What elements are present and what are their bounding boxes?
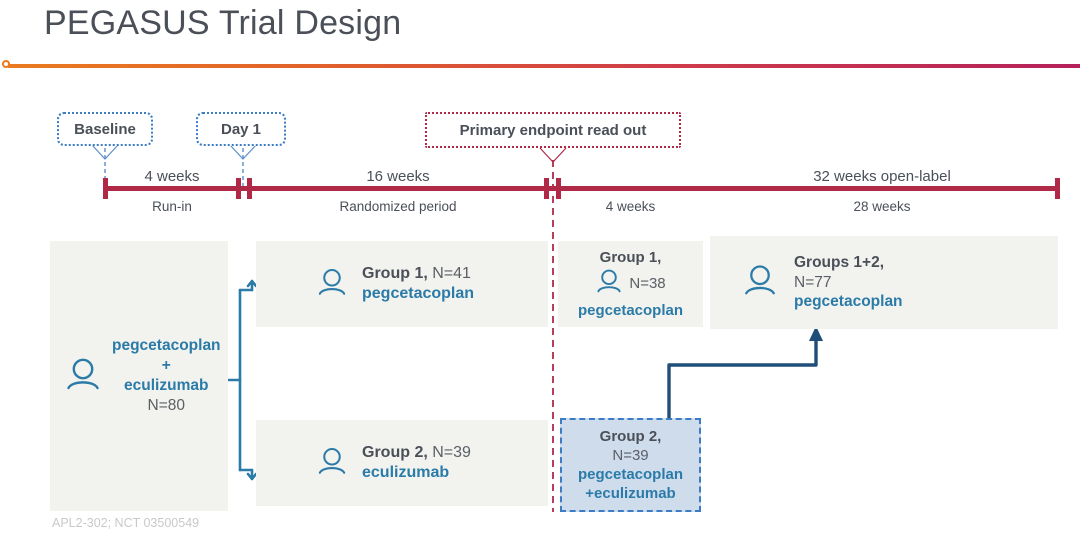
panel-screening-text: pegcetacoplan + eculizumab N=80 xyxy=(112,336,221,415)
group1-mid-n: N=38 xyxy=(629,275,666,293)
segment-label-random-bottom: Randomized period xyxy=(339,199,457,214)
group1-rand-n: N=41 xyxy=(432,264,471,282)
panel-groups-combined[interactable]: Groups 1+2, N=77 pegcetacoplan xyxy=(710,236,1058,329)
panel-groups-combined-text: Groups 1+2, N=77 pegcetacoplan xyxy=(794,253,903,312)
person-icon xyxy=(742,262,778,303)
group1-rand-drug: pegcetacoplan xyxy=(362,285,475,302)
panel-group1-randomized-text: Group 1, N=41 pegcetacoplan xyxy=(362,264,474,305)
screening-line3: eculizumab xyxy=(124,377,209,394)
panel-screening[interactable]: pegcetacoplan + eculizumab N=80 xyxy=(50,241,228,511)
callout-primary-endpoint-label: Primary endpoint read out xyxy=(459,121,647,139)
segment-label-runin-bottom: Run-in xyxy=(152,199,192,214)
group1-mid-group: Group 1, xyxy=(599,249,662,267)
person-icon xyxy=(316,266,348,303)
group1-rand-group: Group 1, xyxy=(362,264,428,282)
combined-n: N=77 xyxy=(794,273,832,291)
timeline-tick-end xyxy=(1055,178,1060,199)
screening-n: N=80 xyxy=(147,396,186,414)
segment-label-runin-top: 4 weeks xyxy=(144,168,200,185)
group2-rand-n: N=39 xyxy=(432,443,471,461)
callout-baseline[interactable]: Baseline xyxy=(57,112,153,146)
person-icon xyxy=(64,355,102,398)
group1-mid-drug: pegcetacoplan xyxy=(577,301,684,319)
footnote: APL2-302; NCT 03500549 xyxy=(52,516,200,530)
panel-group2-followup[interactable]: Group 2, N=39 pegcetacoplan +eculizumab xyxy=(560,418,701,512)
timeline-tick-day1-a xyxy=(236,178,241,199)
person-icon xyxy=(595,267,623,300)
panel-group2-followup-text: Group 2, N=39 pegcetacoplan +eculizumab xyxy=(562,427,699,504)
screening-line1: pegcetacoplan xyxy=(112,337,221,355)
panel-group2-randomized[interactable]: Group 2, N=39 eculizumab xyxy=(256,420,548,506)
timeline-tick-day1-b xyxy=(247,178,252,199)
group2-mid-n: N=39 xyxy=(612,446,649,464)
panel-group1-randomized[interactable]: Group 1, N=41 pegcetacoplan xyxy=(256,241,548,327)
combined-drug: pegcetacoplan xyxy=(794,293,903,311)
timeline-axis xyxy=(105,186,1060,191)
combined-group: Groups 1+2, xyxy=(794,253,885,271)
timeline-tick-endpoint-b xyxy=(556,178,561,199)
group2-rand-drug: eculizumab xyxy=(362,464,450,481)
group2-mid-group: Group 2, xyxy=(599,427,662,445)
panel-group1-followup-text: Group 1, N=38 pegcetacoplan xyxy=(558,248,703,320)
callout-day1[interactable]: Day 1 xyxy=(196,112,286,146)
panel-group1-followup[interactable]: Group 1, N=38 pegcetacoplan xyxy=(558,241,703,327)
group2-mid-drug1: pegcetacoplan xyxy=(577,466,684,483)
group2-rand-group: Group 2, xyxy=(362,443,428,461)
callout-day1-label: Day 1 xyxy=(220,120,262,138)
title-rule-dot-icon xyxy=(2,60,10,68)
person-icon xyxy=(316,445,348,482)
page-title: PEGASUS Trial Design xyxy=(44,4,402,42)
panel-group2-randomized-text: Group 2, N=39 eculizumab xyxy=(362,443,471,484)
callout-primary-endpoint[interactable]: Primary endpoint read out xyxy=(425,112,681,148)
segment-label-openlabel-top: 32 weeks open-label xyxy=(813,168,951,185)
screening-line2: + xyxy=(161,357,171,375)
timeline-tick-endpoint-a xyxy=(544,178,549,199)
segment-label-4weeks-bottom: 4 weeks xyxy=(605,199,656,214)
group2-mid-drug2: +eculizumab xyxy=(585,485,676,503)
segment-label-openlabel-bottom: 28 weeks xyxy=(853,199,911,214)
callout-baseline-label: Baseline xyxy=(74,120,136,138)
segment-label-random-top: 16 weeks xyxy=(366,168,430,185)
timeline-tick-start xyxy=(103,178,108,199)
title-gradient-rule xyxy=(8,64,1080,68)
